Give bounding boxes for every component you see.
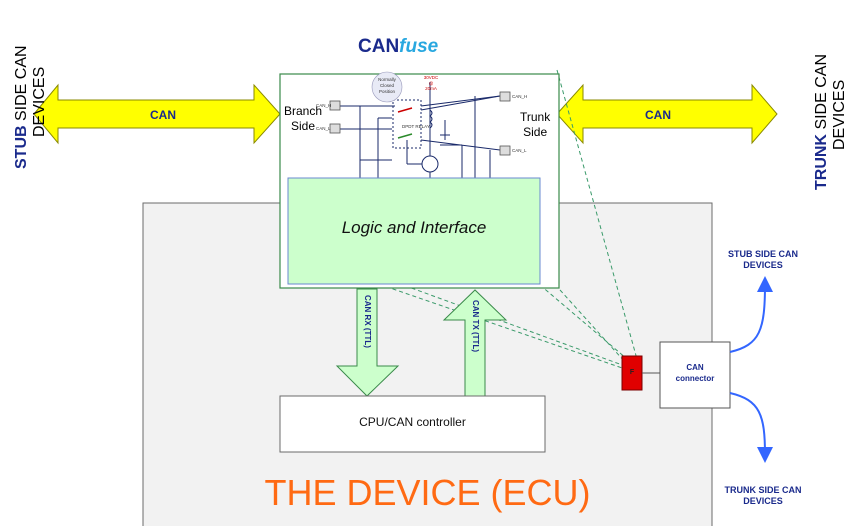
trunk-line1-text: SIDE CAN <box>813 53 830 134</box>
can-tx-arrow <box>442 289 508 398</box>
nc-line2: Closed <box>379 83 394 88</box>
stub-blue-arrow <box>729 276 773 353</box>
circuit-connectors <box>329 91 511 156</box>
logic-interface-box <box>287 177 541 285</box>
stub-bold: STUB <box>13 125 30 169</box>
cpu-label: CPU/CAN controller <box>359 415 466 429</box>
can-rx-arrow <box>335 288 400 397</box>
voltage-line2: @ <box>428 80 434 86</box>
branch-side-label: Branch Side <box>284 104 322 134</box>
stub-side-line2: DEVICES <box>31 66 48 137</box>
trunk-can-arrow <box>556 83 778 145</box>
voltage-line3: 20mA <box>425 86 437 91</box>
stub-side-line1: STUB SIDE CAN <box>13 45 31 169</box>
trunk-side-small-label: Trunk Side <box>520 110 550 140</box>
branch-line2: Side <box>291 119 316 133</box>
stub-side-label: STUB SIDE CAN DEVICES <box>13 45 49 169</box>
trunk-side-line2: DEVICES <box>831 79 848 150</box>
voltage-line1: 30VDC <box>423 75 439 80</box>
stub-line1-text: SIDE CAN <box>13 45 30 126</box>
stub-devices-line1: STUB SIDE CAN <box>727 249 798 259</box>
nc-line1: Normally <box>378 77 396 82</box>
connector-line1: CAN <box>686 363 704 372</box>
circuit-schematic <box>340 82 501 180</box>
stub-devices-line2: DEVICES <box>743 260 783 270</box>
relay-label: DPDT RELAY <box>402 124 430 129</box>
device-label: THE DEVICE (ECU) <box>264 472 591 513</box>
normally-closed-label: Normally Closed Position <box>372 77 402 95</box>
connector-box <box>659 341 731 409</box>
trunk-side-line1: TRUNK SIDE CAN <box>813 54 831 190</box>
trunk-devices-line1: TRUNK SIDE CAN <box>724 485 802 495</box>
connector-label: CAN connector <box>660 362 730 384</box>
stub-arrow-label: CAN <box>150 108 176 122</box>
trunk-bold: TRUNK <box>813 134 830 190</box>
relay-switch-marks <box>397 107 413 139</box>
normally-closed-bubble <box>371 71 403 103</box>
can-h-right-label: CAN_H <box>512 94 528 99</box>
trunk-small-line1: Trunk <box>520 110 551 124</box>
cpu-box <box>279 395 546 453</box>
stub-devices-label: STUB SIDE CAN DEVICES <box>713 249 813 271</box>
can-h-left-label: CAN_H <box>316 103 332 108</box>
logic-interface-label: Logic and Interface <box>341 218 487 237</box>
can-rx-label: CAN RX (TTL) <box>363 295 372 348</box>
trunk-side-label: TRUNK SIDE CAN DEVICES <box>813 54 849 190</box>
can-l-right-label: CAN_L <box>512 148 527 153</box>
can-tx-label: CAN TX (TTL) <box>471 300 480 352</box>
nc-line3: Position <box>378 89 395 94</box>
trunk-devices-line2: DEVICES <box>743 496 783 506</box>
trunk-small-line2: Side <box>523 125 548 139</box>
connector-line2: connector <box>675 374 715 383</box>
voltage-label: 30VDC @ 20mA <box>423 75 439 92</box>
fuse-label: F <box>629 369 635 376</box>
trunk-devices-label: TRUNK SIDE CAN DEVICES <box>713 485 813 507</box>
trunk-arrow-label: CAN <box>645 108 671 122</box>
branch-line1: Branch <box>284 104 323 118</box>
title-fuse: fuse <box>399 36 439 57</box>
title-can: CAN <box>358 36 400 57</box>
canfuse-title: CANfuse <box>358 36 438 58</box>
trunk-blue-arrow <box>729 392 773 463</box>
can-l-left-label: CAN_L <box>316 126 331 131</box>
